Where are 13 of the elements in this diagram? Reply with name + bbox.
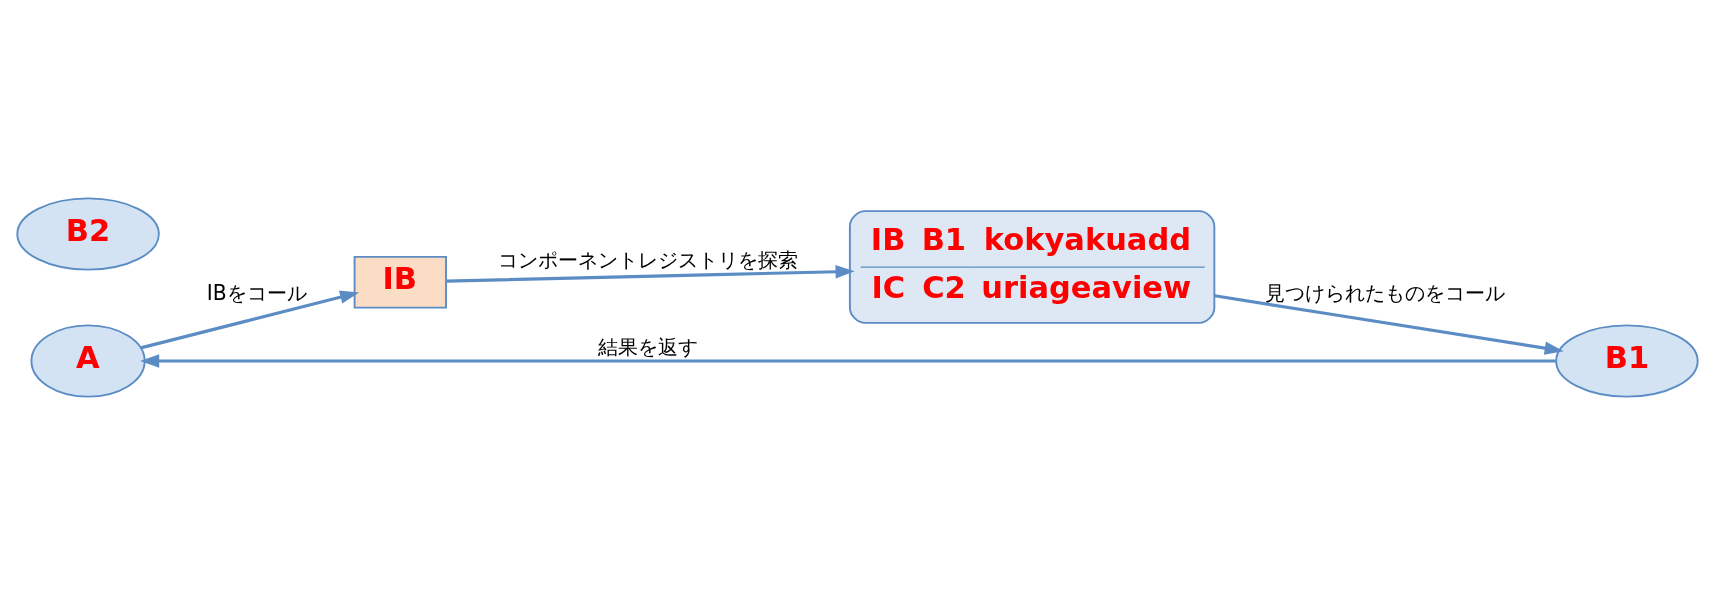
edge-label: コンポーネントレジストリを探索 — [497, 247, 798, 272]
arrow — [140, 290, 360, 349]
node-ellipse: A — [30, 323, 146, 398]
edge-label: 見つけられたものをコール — [1265, 280, 1506, 305]
node-ellipse: B1 — [1555, 323, 1699, 398]
edge-label: 結果を返す — [597, 334, 698, 359]
node-ellipse: B2 — [16, 196, 160, 271]
node-box: IB B1 kokyakuadd IC C2 uriageaview — [848, 209, 1216, 324]
node-box: IB — [353, 255, 447, 309]
edge-label: IBをコール — [206, 280, 307, 305]
arrow — [1214, 293, 1564, 355]
arrow — [140, 353, 1556, 368]
arrow — [446, 264, 855, 283]
